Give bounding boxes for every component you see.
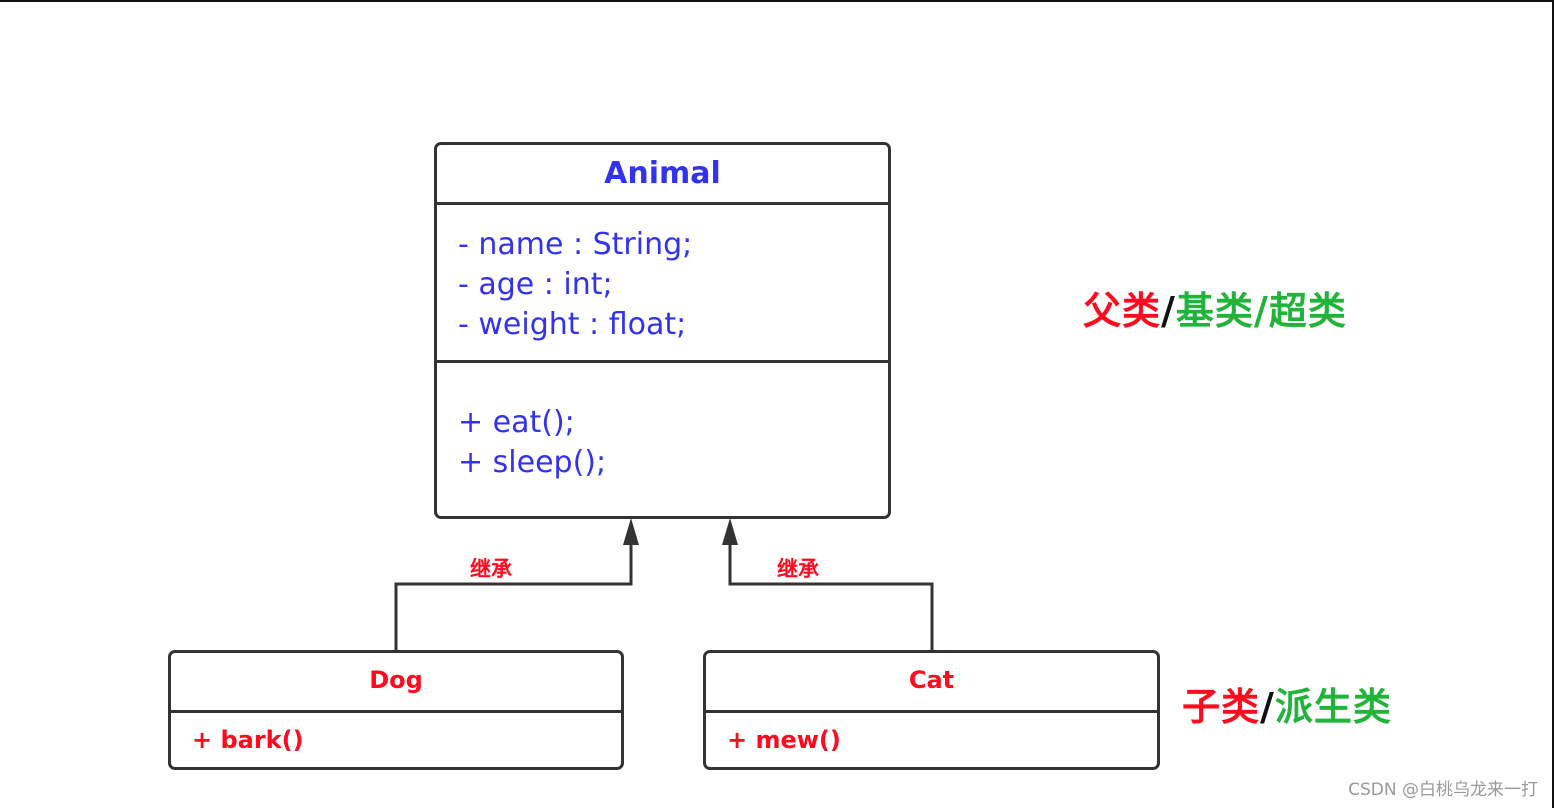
method-bark: + bark(): [192, 726, 304, 754]
parent-label-part2: 基类: [1175, 289, 1254, 333]
dog-arrow-head-icon: [623, 518, 639, 545]
cat-inheritance-line: [728, 544, 934, 652]
dog-methods-section: + bark(): [171, 710, 621, 767]
class-box-dog: Dog + bark(): [168, 650, 624, 770]
class-name-cat: Cat: [908, 666, 955, 694]
child-label-sep1: /: [1260, 685, 1275, 729]
class-name-dog: Dog: [369, 666, 423, 694]
parent-class-label: 父类/基类/超类: [1083, 280, 1347, 335]
cat-arrow-head-icon: [722, 518, 738, 545]
method-mew: + mew(): [727, 726, 841, 754]
child-label-part2: 派生类: [1274, 685, 1392, 729]
inheritance-label-dog: 继承: [470, 557, 512, 581]
parent-label-part3: 超类: [1268, 289, 1347, 333]
inheritance-label-cat: 继承: [777, 557, 819, 581]
parent-label-sep2: /: [1253, 289, 1269, 333]
class-name-animal: Animal: [604, 156, 721, 191]
dog-inheritance-line: [394, 544, 633, 652]
method-eat: + eat();: [458, 405, 575, 440]
methods-section: + eat(); + sleep();: [437, 360, 888, 516]
watermark: CSDN @白桃乌龙来一打: [1348, 780, 1538, 800]
child-label-part1: 子类: [1182, 685, 1261, 729]
attribute-age: - age : int;: [458, 267, 613, 302]
parent-label-sep1: /: [1161, 289, 1176, 333]
attribute-name: - name : String;: [458, 227, 693, 262]
child-class-label: 子类/派生类: [1182, 676, 1392, 731]
class-box-cat: Cat + mew(): [703, 650, 1160, 770]
attributes-section: - name : String; - age : int; - weight :…: [437, 202, 888, 360]
parent-label-part1: 父类: [1083, 289, 1162, 333]
attribute-weight: - weight : float;: [458, 307, 687, 342]
method-sleep: + sleep();: [458, 445, 607, 480]
cat-methods-section: + mew(): [706, 710, 1157, 767]
class-box-animal: Animal - name : String; - age : int; - w…: [434, 142, 891, 519]
